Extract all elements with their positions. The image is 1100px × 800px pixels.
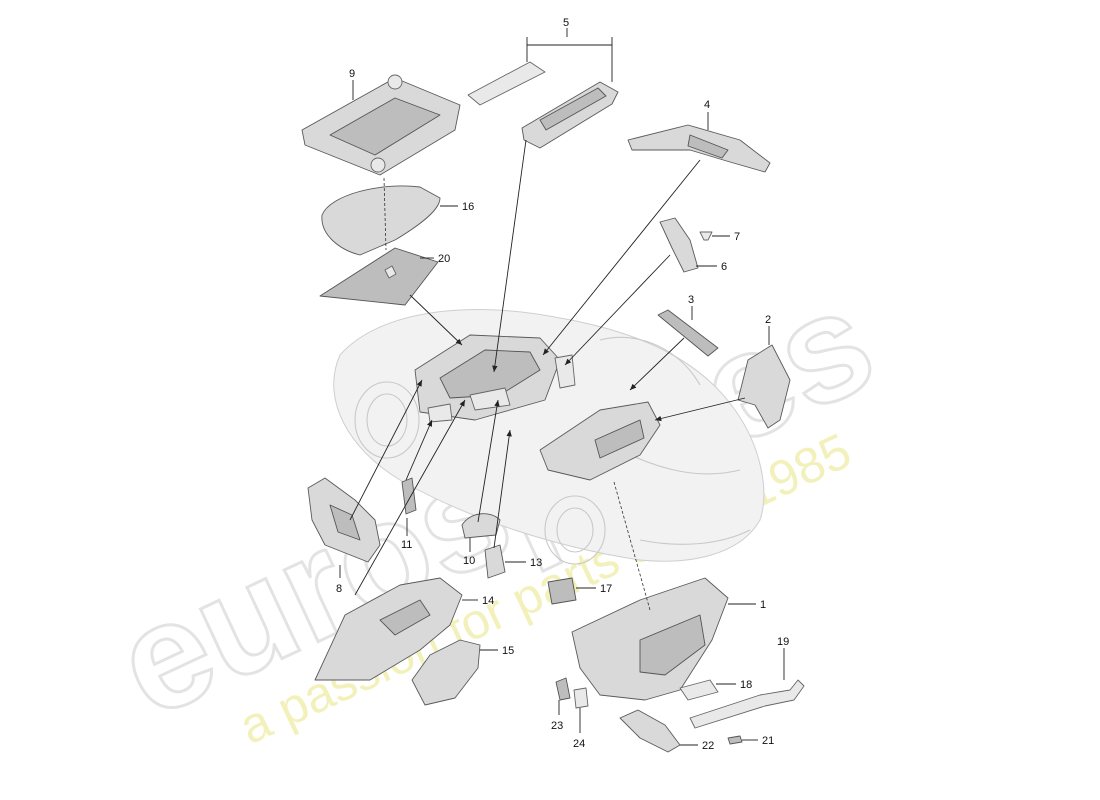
part-7 xyxy=(699,231,713,241)
central-assembly xyxy=(414,334,576,423)
callout-5: 5 xyxy=(563,17,569,29)
callout-23: 23 xyxy=(551,720,563,732)
callout-11: 11 xyxy=(401,539,412,551)
assembly-arrows xyxy=(349,139,746,596)
callout-10: 10 xyxy=(463,555,475,567)
callout-16: 16 xyxy=(462,201,474,213)
alignment-lines xyxy=(383,177,651,611)
callout-3: 3 xyxy=(688,294,694,306)
callout-18: 18 xyxy=(740,679,752,691)
callout-leaders xyxy=(339,28,785,746)
part-13 xyxy=(484,544,506,579)
callout-24: 24 xyxy=(573,738,585,750)
callout-2: 2 xyxy=(765,314,771,326)
callout-7: 7 xyxy=(734,231,740,243)
callout-1: 1 xyxy=(760,599,766,611)
callout-22: 22 xyxy=(702,740,714,752)
part-21 xyxy=(727,735,743,745)
part-6 xyxy=(659,217,699,273)
callout-14: 14 xyxy=(482,595,494,607)
callout-19: 19 xyxy=(777,636,789,648)
callout-20: 20 xyxy=(438,253,450,265)
part-9 xyxy=(301,74,461,176)
callout-21: 21 xyxy=(762,735,774,747)
part-19 xyxy=(689,679,805,729)
callout-8: 8 xyxy=(336,583,342,595)
part-15 xyxy=(411,639,481,706)
part-24 xyxy=(573,687,589,709)
callout-6: 6 xyxy=(721,261,727,273)
callout-15: 15 xyxy=(502,645,514,657)
part-4 xyxy=(627,124,771,173)
part-20 xyxy=(319,247,439,306)
part-3 xyxy=(657,309,719,357)
callouts: 5 9 4 16 7 20 6 3 2 11 10 13 8 17 14 1 1… xyxy=(336,17,789,752)
part-17 xyxy=(547,577,577,605)
callout-4: 4 xyxy=(704,99,710,111)
part-12-rear-panel xyxy=(539,401,661,481)
part-16 xyxy=(321,185,441,256)
part-8 xyxy=(307,477,381,563)
part-18 xyxy=(679,679,719,701)
callout-9: 9 xyxy=(349,68,355,80)
part-2 xyxy=(737,344,791,429)
part-22 xyxy=(619,709,681,753)
part-5 xyxy=(467,61,619,149)
callout-13: 13 xyxy=(530,557,542,569)
callout-17: 17 xyxy=(600,583,612,595)
part-1 xyxy=(571,577,729,701)
part-23 xyxy=(555,677,571,701)
part-10 xyxy=(461,513,501,539)
part-14 xyxy=(314,577,463,681)
